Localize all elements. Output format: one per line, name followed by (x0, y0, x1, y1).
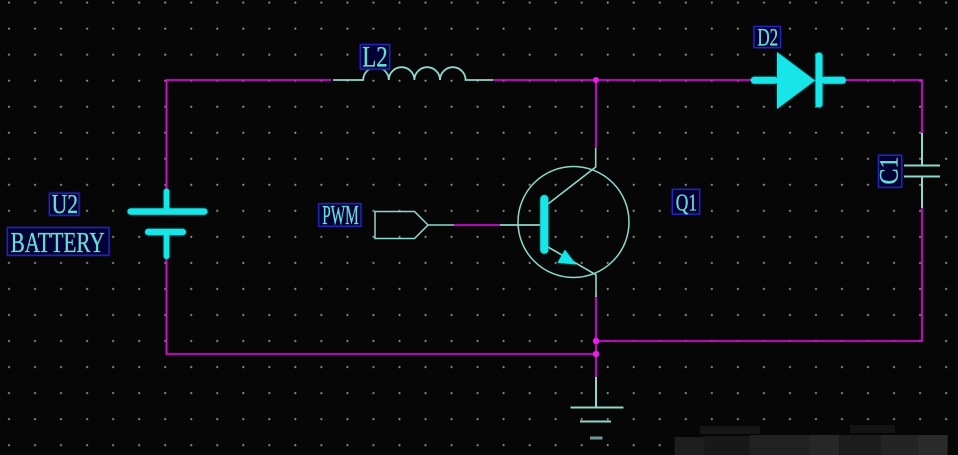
svg-text:BATTERY: BATTERY (11, 228, 105, 259)
svg-text:Q1: Q1 (676, 190, 697, 217)
svg-text:C1: C1 (875, 157, 904, 185)
svg-text:U2: U2 (52, 189, 78, 219)
svg-text:PWM: PWM (322, 200, 359, 230)
svg-text:D2: D2 (757, 24, 778, 51)
svg-text:L2: L2 (362, 40, 387, 73)
